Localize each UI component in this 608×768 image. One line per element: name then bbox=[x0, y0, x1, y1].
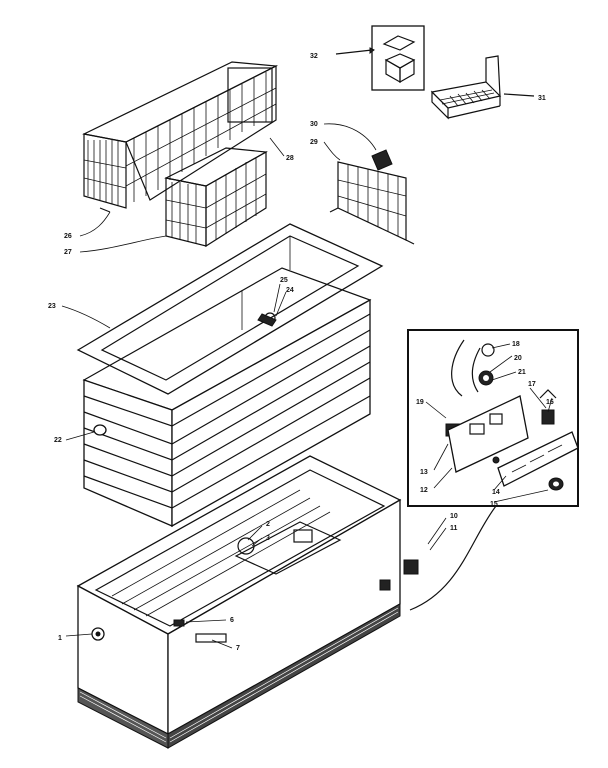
callout-2: 2 bbox=[266, 521, 270, 528]
callout-21: 21 bbox=[518, 369, 526, 376]
callout-6: 6 bbox=[230, 617, 234, 624]
callout-32: 32 bbox=[310, 53, 318, 60]
control-panel-inset bbox=[407, 329, 579, 611]
shelf-rack bbox=[430, 55, 535, 120]
callout-20: 20 bbox=[514, 355, 522, 362]
callout-1: 1 bbox=[58, 635, 62, 642]
lid-frame bbox=[76, 223, 384, 395]
callout-7: 7 bbox=[236, 645, 240, 652]
leader-lines bbox=[61, 123, 553, 649]
callout-27: 27 bbox=[64, 249, 72, 256]
callout-23: 23 bbox=[48, 303, 56, 310]
large-wire-basket bbox=[82, 61, 279, 213]
freezer-cabinet bbox=[76, 455, 419, 749]
callout-28: 28 bbox=[286, 155, 294, 162]
callout-30: 30 bbox=[310, 121, 318, 128]
callout-labels: 1 2 3 6 7 10 11 12 13 14 15 16 17 18 19 … bbox=[48, 53, 554, 652]
ice-tray-box bbox=[335, 25, 425, 91]
inner-liner bbox=[82, 267, 372, 528]
callout-3: 3 bbox=[266, 535, 270, 542]
callout-16: 16 bbox=[546, 399, 554, 406]
callout-31: 31 bbox=[538, 95, 546, 102]
callout-26: 26 bbox=[64, 233, 72, 240]
callout-18: 18 bbox=[512, 341, 520, 348]
callout-25: 25 bbox=[280, 277, 288, 284]
callout-22: 22 bbox=[54, 437, 62, 444]
basket-divider bbox=[329, 149, 415, 245]
callout-11: 11 bbox=[450, 525, 458, 532]
callout-10: 10 bbox=[450, 513, 458, 520]
callout-29: 29 bbox=[310, 139, 318, 146]
callout-12: 12 bbox=[420, 487, 428, 494]
callout-24: 24 bbox=[286, 287, 294, 294]
callout-14: 14 bbox=[492, 489, 500, 496]
callout-17: 17 bbox=[528, 381, 536, 388]
callout-13: 13 bbox=[420, 469, 428, 476]
small-wire-basket bbox=[164, 147, 268, 248]
callout-15: 15 bbox=[490, 501, 498, 508]
callout-19: 19 bbox=[416, 399, 424, 406]
